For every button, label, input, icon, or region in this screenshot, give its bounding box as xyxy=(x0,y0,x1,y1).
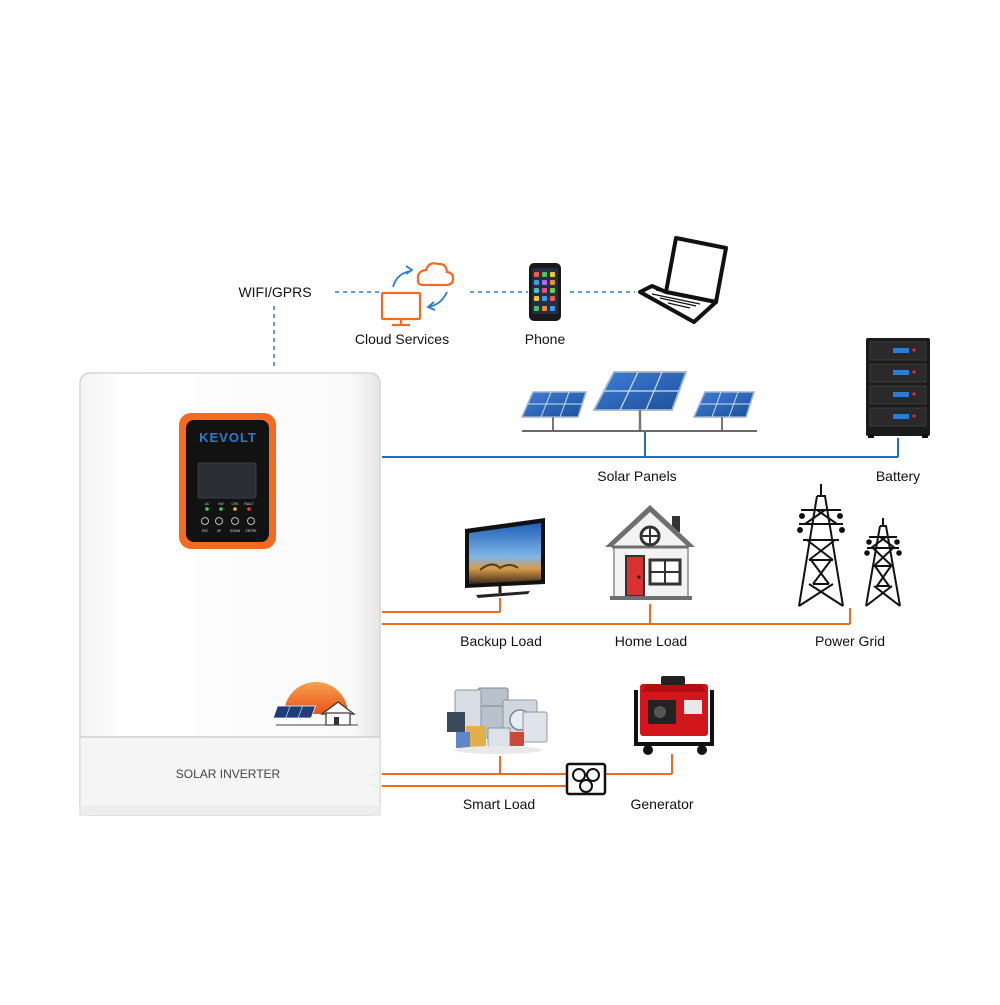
button-label-up: UP xyxy=(217,529,221,533)
led-label-inv: INV xyxy=(218,502,224,506)
wifi-gprs-label: WIFI/GPRS xyxy=(238,284,312,300)
power-grid-label: Power Grid xyxy=(814,633,886,649)
power-tower-icon xyxy=(797,484,902,607)
ac-load-lines xyxy=(382,598,851,625)
phone-label: Phone xyxy=(524,331,566,347)
transfer-switch-icon xyxy=(565,762,607,796)
backup-load-label: Backup Load xyxy=(460,633,542,649)
inverter-name: SOLAR INVERTER xyxy=(176,767,281,781)
led-indicators xyxy=(205,507,251,511)
phone-icon xyxy=(529,263,561,321)
ac-generator-lines xyxy=(382,754,673,787)
button-label-enter: ENTER xyxy=(246,529,258,533)
inverter-led-labels: AC INV CHG FAULT xyxy=(205,502,254,506)
led-label-chg: CHG xyxy=(231,502,239,506)
solar-panels-label: Solar Panels xyxy=(597,468,677,484)
cloud-monitor-icon xyxy=(380,262,455,327)
inverter-control-panel xyxy=(179,413,276,549)
cloud-services-label: Cloud Services xyxy=(354,331,450,347)
led-label-ac: AC xyxy=(205,502,210,506)
house-icon xyxy=(605,505,695,600)
comm-links xyxy=(273,291,635,368)
solar-inverter xyxy=(79,372,381,816)
smart-load-label: Smart Load xyxy=(462,796,536,812)
battery-rack-icon xyxy=(866,338,930,438)
generator-label: Generator xyxy=(630,796,694,812)
button-label-esc: ESC xyxy=(202,529,209,533)
home-load-label: Home Load xyxy=(614,633,688,649)
laptop-icon xyxy=(638,236,728,324)
inverter-button-labels: ESC UP DOWN ENTER xyxy=(202,529,257,533)
sunset-house-logo xyxy=(272,682,358,726)
dc-bus-line xyxy=(382,432,899,458)
button-label-down: DOWN xyxy=(230,529,241,533)
panel-buttons[interactable] xyxy=(201,517,255,525)
tv-icon xyxy=(465,518,545,598)
inverter-brand: KEVOLT xyxy=(199,430,257,445)
battery-label: Battery xyxy=(875,468,921,484)
appliances-icon xyxy=(447,687,548,754)
generator-icon xyxy=(634,676,714,755)
led-label-fault: FAULT xyxy=(244,502,254,506)
solar-panel-icon xyxy=(520,371,757,432)
